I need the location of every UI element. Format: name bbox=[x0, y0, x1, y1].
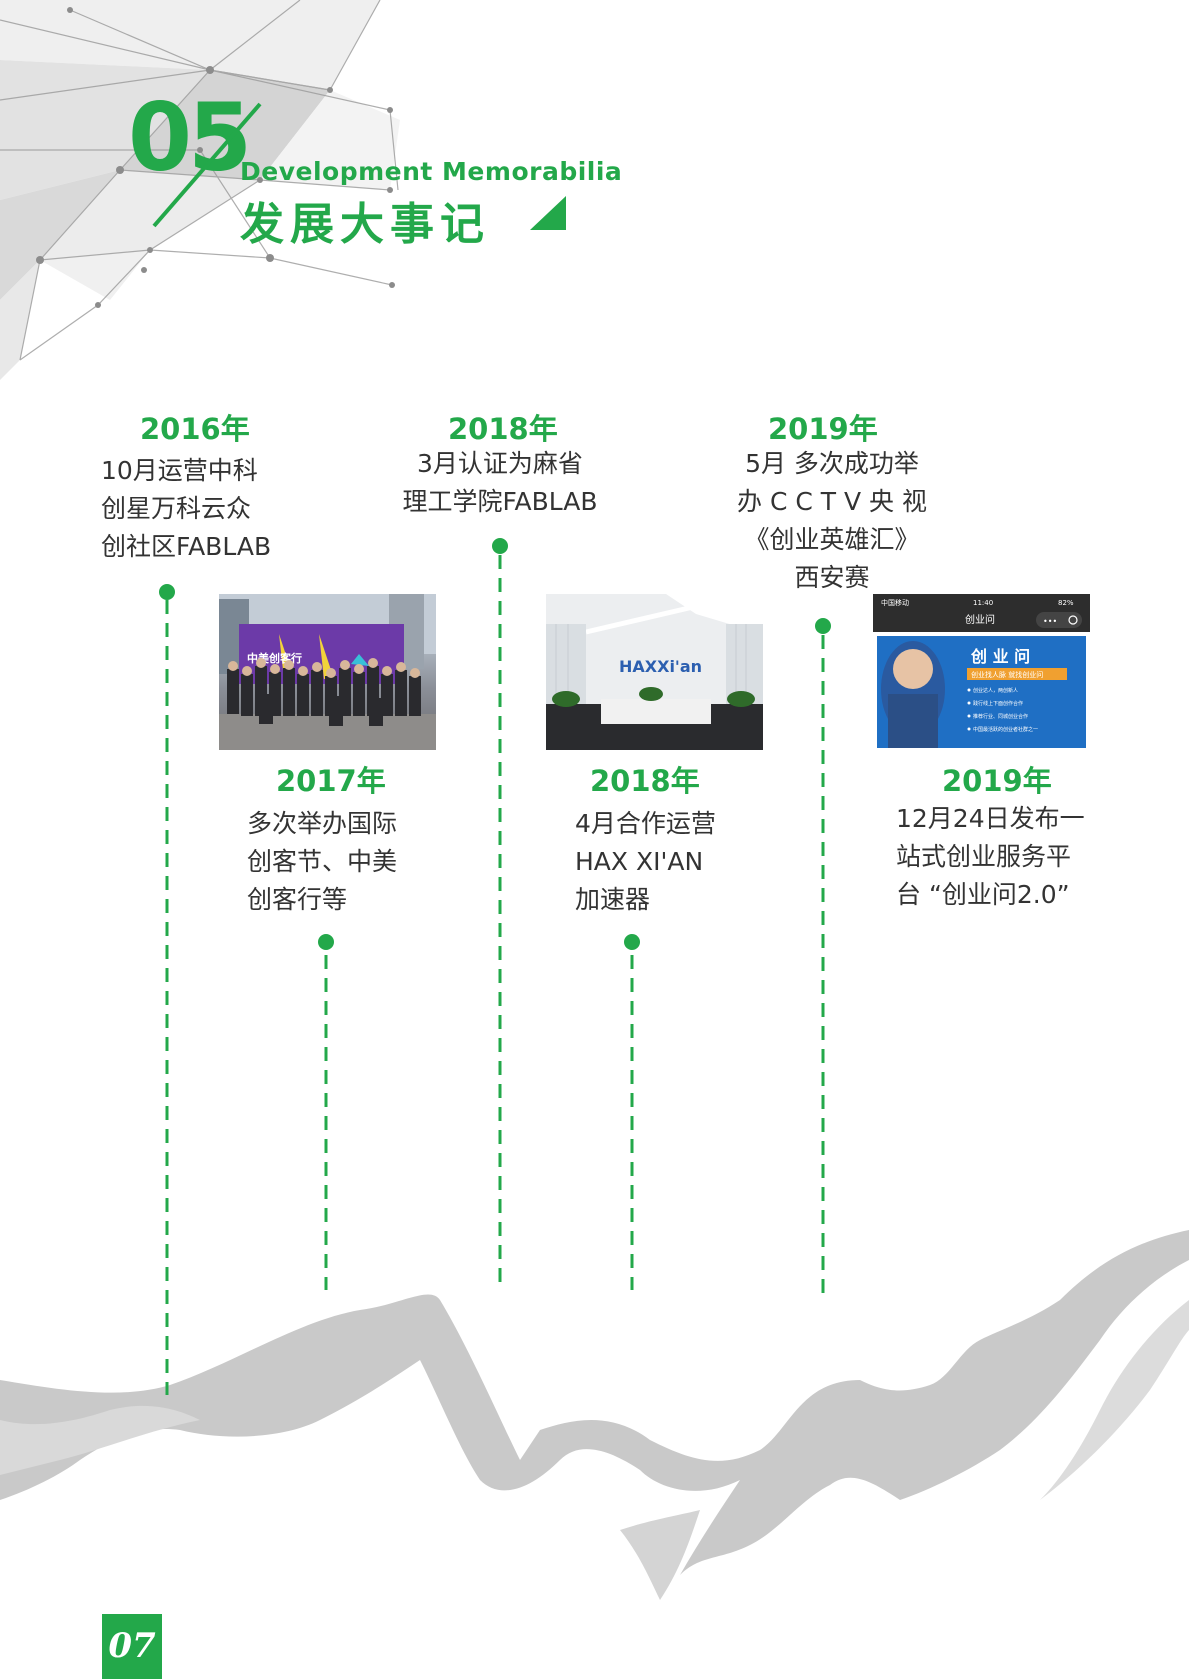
nav-close-icon bbox=[1068, 615, 1078, 625]
card-item: 推荐行业、同城创业合作 bbox=[973, 713, 1028, 720]
card-title: 创 业 问 bbox=[970, 647, 1030, 666]
status-time: 11:40 bbox=[973, 599, 993, 607]
timeline-dot-4 bbox=[624, 934, 640, 950]
desc-line: HAX XI'AN bbox=[575, 847, 704, 876]
desc-line: 创星万科云众 bbox=[101, 494, 252, 523]
desc-line: 办 C C T V 央 视 bbox=[737, 487, 927, 516]
timeline-description: 5月 多次成功举 办 C C T V 央 视 《创业英雄汇》 西安赛 bbox=[722, 445, 942, 597]
desc-line: 10月运营中科 bbox=[101, 456, 258, 485]
timeline-description: 4月合作运营 HAX XI'AN 加速器 bbox=[575, 805, 716, 919]
title-english: Development Memorabilia bbox=[240, 157, 623, 186]
desc-line: 创社区FABLAB bbox=[101, 532, 272, 561]
page-number: 07 bbox=[102, 1614, 162, 1679]
timeline-year: 2018年 bbox=[448, 412, 558, 446]
timeline-description: 10月运营中科 创星万科云众 创社区FABLAB bbox=[101, 452, 271, 566]
banner-text: 中美创客行 bbox=[247, 651, 302, 665]
card-item: 中国最活跃的创业者社群之一 bbox=[973, 726, 1038, 733]
photo-hax-xian-lobby: HAXXi'an bbox=[546, 594, 763, 750]
status-carrier: 中国移动 bbox=[881, 598, 909, 607]
nav-title: 创业问 bbox=[965, 613, 995, 626]
timeline-year: 2017年 bbox=[276, 764, 386, 798]
timeline-description: 12月24日发布一 站式创业服务平 台 “创业问2.0” bbox=[896, 800, 1085, 914]
header-slash-decoration bbox=[152, 102, 566, 230]
desc-line: 4月合作运营 bbox=[575, 809, 716, 838]
mountain-decoration bbox=[0, 1230, 1189, 1600]
desc-line: 理工学院FABLAB bbox=[402, 487, 598, 516]
desc-line: 3月认证为麻省 bbox=[417, 449, 583, 478]
timeline-year: 2019年 bbox=[942, 764, 1052, 798]
card-item: 践行线上下面创作合作 bbox=[973, 700, 1023, 707]
desc-line: 12月24日发布一 bbox=[896, 804, 1085, 833]
timeline-year: 2018年 bbox=[590, 764, 700, 798]
timeline-dot-1 bbox=[159, 584, 175, 600]
photo-chuangyewen-app: 中国移动 11:40 82% 创业问 ••• 创 业 问 创业找人脉 就找创业问… bbox=[873, 594, 1090, 750]
triangle-icon bbox=[530, 196, 566, 230]
polygon-network-decoration bbox=[0, 0, 400, 380]
card-slogan: 创业找人脉 就找创业问 bbox=[971, 670, 1043, 679]
desc-line: 加速器 bbox=[575, 885, 651, 914]
card-item: 创业达人，两创新人 bbox=[973, 687, 1018, 694]
desc-line: 《创业英雄汇》 bbox=[744, 525, 920, 554]
desc-line: 多次举办国际 bbox=[247, 809, 398, 838]
desc-line: 创客节、中美 bbox=[247, 847, 398, 876]
title-chinese: 发展大事记 bbox=[240, 199, 490, 250]
timeline-description: 多次举办国际 创客节、中美 创客行等 bbox=[247, 805, 397, 919]
hax-logo: HAXXi'an bbox=[619, 657, 702, 676]
status-battery: 82% bbox=[1058, 599, 1074, 607]
desc-line: 创客行等 bbox=[247, 885, 348, 914]
desc-line: 西安赛 bbox=[794, 563, 870, 592]
timeline-year: 2019年 bbox=[768, 412, 878, 446]
desc-line: 台 “创业问2.0” bbox=[896, 880, 1070, 909]
desc-line: 5月 多次成功举 bbox=[745, 449, 919, 478]
timeline-dot-3 bbox=[492, 538, 508, 554]
timeline-dot-5 bbox=[815, 618, 831, 634]
timeline-description: 3月认证为麻省 理工学院FABLAB bbox=[385, 445, 615, 521]
photo-makers-event: 中美创客行 bbox=[219, 594, 436, 750]
timeline-dot-2 bbox=[318, 934, 334, 950]
desc-line: 站式创业服务平 bbox=[896, 842, 1072, 871]
nav-more-icon: ••• bbox=[1043, 617, 1057, 626]
timeline-year: 2016年 bbox=[140, 412, 250, 446]
